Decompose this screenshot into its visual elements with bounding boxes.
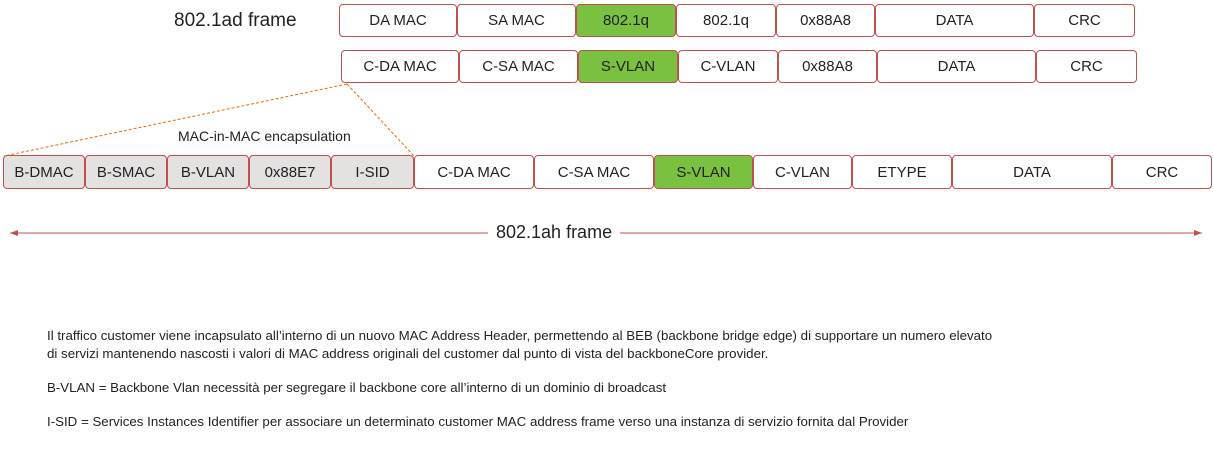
ad-row1-802-1q-inner: 802.1q [676,4,776,37]
ah-i-sid: I-SID [331,155,414,189]
frame-ad-title: 802.1ad frame [174,10,297,31]
ah-b-smac: B-SMAC [85,155,167,189]
ad-row1-ethertype: 0x88A8 [776,4,875,37]
ah-etype: ETYPE [852,155,952,189]
ad-row2-crc: CRC [1036,50,1137,83]
description-notes: Il traffico customer viene incapsulato a… [47,327,1167,431]
ah-s-vlan: S-VLAN [654,155,753,189]
ad-row2-s-vlan: S-VLAN [578,50,678,83]
ad-row1-crc: CRC [1034,4,1135,37]
encapsulation-label: MAC-in-MAC encapsulation [178,128,351,144]
ad-row2-data: DATA [877,50,1036,83]
ad-row2-c-vlan: C-VLAN [678,50,778,83]
ah-ethertype: 0x88E7 [249,155,331,189]
notes-line-2: di servizi mantenendo nascosti i valori … [47,346,769,361]
ad-row2-ethertype: 0x88A8 [778,50,877,83]
ah-crc: CRC [1112,155,1212,189]
frame-ah-arrow-left [10,230,18,236]
ah-data: DATA [952,155,1112,189]
notes-isid-definition: I-SID = Services Instances Identifier pe… [47,414,909,429]
ad-row1-data: DATA [875,4,1034,37]
ah-b-vlan: B-VLAN [167,155,249,189]
ad-row2-c-sa-mac: C-SA MAC [459,50,578,83]
encapsulation-connector-left [3,83,348,157]
ah-c-da-mac: C-DA MAC [414,155,534,189]
notes-bvlan-definition: B-VLAN = Backbone Vlan necessità per seg… [47,380,667,395]
frame-ah-arrow-right [1194,230,1202,236]
ad-row2-c-da-mac: C-DA MAC [341,50,459,83]
frame-ah-title: 802.1ah frame [488,222,621,243]
ah-b-dmac: B-DMAC [3,155,85,189]
ah-c-sa-mac: C-SA MAC [534,155,654,189]
notes-line-1: Il traffico customer viene incapsulato a… [47,328,993,343]
encapsulation-connector-right [346,83,415,157]
ad-row1-da-mac: DA MAC [339,4,457,37]
ad-row1-sa-mac: SA MAC [457,4,576,37]
ah-c-vlan: C-VLAN [753,155,852,189]
ad-row1-802-1q-outer: 802.1q [576,4,676,37]
